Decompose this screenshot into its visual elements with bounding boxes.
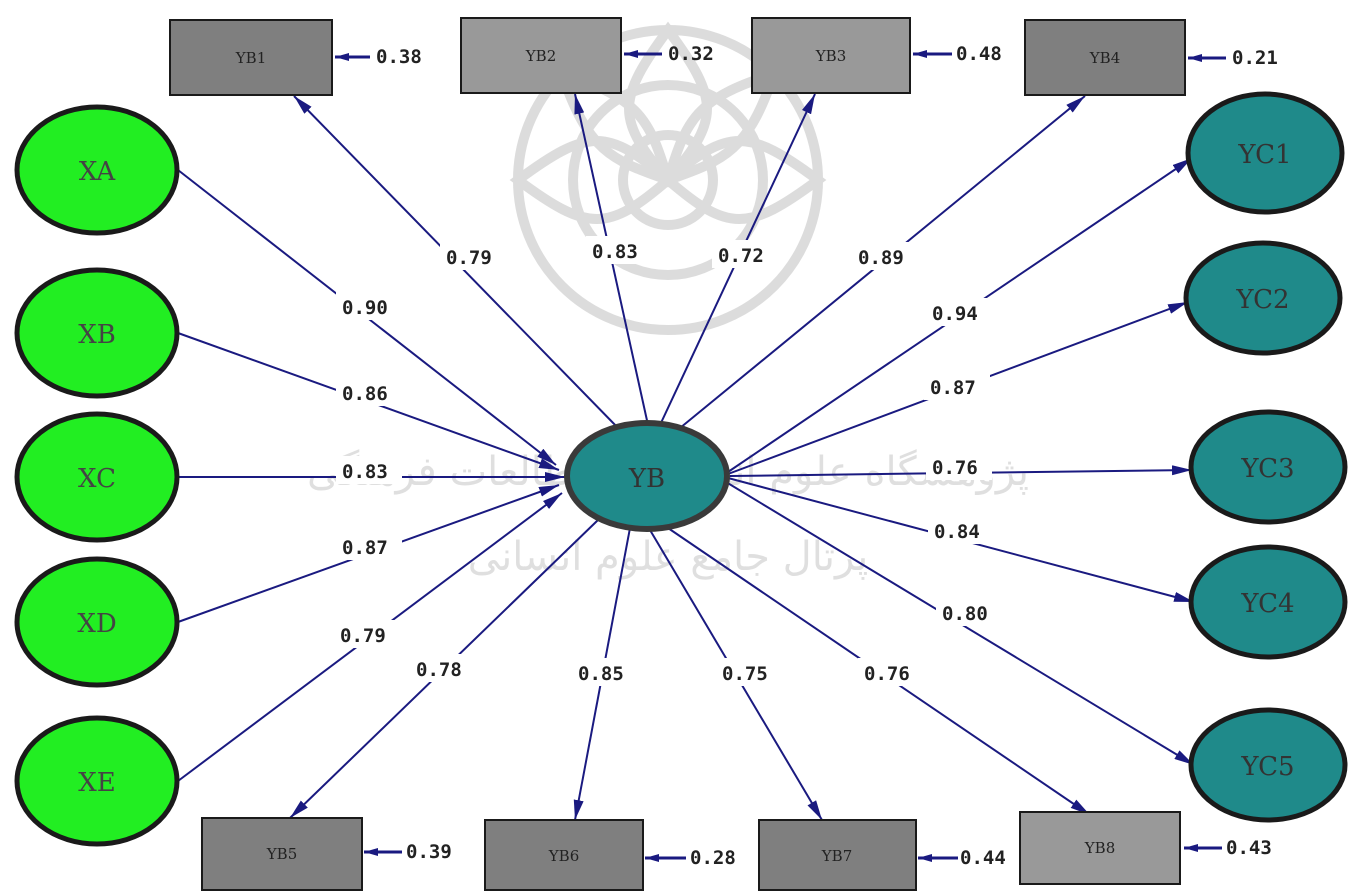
svg-text:0.85: 0.85 — [578, 663, 624, 685]
error-arrows — [335, 50, 1226, 862]
svg-text:0.76: 0.76 — [932, 457, 978, 479]
box-yb8-label: YB8 — [1084, 839, 1115, 857]
endogenous-latents: YB YC1 YC2 YC3 YC4 YC5 — [564, 91, 1348, 823]
box-yb5-label: YB5 — [266, 845, 297, 863]
oval-yc4-label: YC4 — [1240, 589, 1294, 619]
observed-boxes: YB1 YB2 YB3 YB4 YB5 YB6 YB7 YB8 — [169, 17, 1186, 891]
svg-text:0.79: 0.79 — [340, 625, 386, 647]
coefficient-labels: 0.90 0.86 0.83 0.87 0.79 0.79 0.83 0.72 … — [334, 236, 1002, 686]
svg-text:0.90: 0.90 — [342, 297, 388, 319]
coef-yb-yb3: 0.72 — [712, 240, 778, 268]
error-value-yb8: 0.43 — [1226, 837, 1272, 859]
watermark-rosette-icon — [509, 21, 827, 335]
svg-text:0.76: 0.76 — [864, 663, 910, 685]
coef-xc-yb: 0.83 — [336, 456, 402, 484]
coef-yb-yc2: 0.87 — [924, 372, 990, 400]
box-yb7-label: YB7 — [821, 847, 852, 865]
oval-yc3-label: YC3 — [1240, 454, 1294, 484]
oval-yc3[interactable]: YC3 — [1188, 409, 1348, 525]
oval-xd-label: XD — [77, 609, 116, 639]
coef-yb-yc4: 0.84 — [928, 516, 994, 544]
svg-text:0.84: 0.84 — [934, 521, 980, 543]
oval-xe[interactable]: XE — [14, 715, 180, 847]
watermark-line2: پرتال جامع علوم انسانی — [468, 534, 869, 580]
box-yb5[interactable]: YB5 — [201, 817, 363, 891]
svg-text:0.79: 0.79 — [446, 247, 492, 269]
svg-text:0.83: 0.83 — [592, 241, 638, 263]
error-value-yb2: 0.32 — [668, 43, 714, 65]
oval-xa[interactable]: XA — [14, 104, 180, 236]
box-yb4[interactable]: YB4 — [1024, 19, 1186, 96]
oval-xc[interactable]: XC — [14, 411, 180, 543]
coef-yb-yc1: 0.94 — [926, 298, 992, 326]
error-values: 0.38 0.32 0.48 0.21 0.39 0.28 0.44 0.43 — [376, 43, 1278, 869]
coef-yb-yb4: 0.89 — [852, 242, 918, 270]
error-value-yb6: 0.28 — [690, 847, 736, 869]
box-yb3-label: YB3 — [815, 47, 846, 65]
coef-yb-yb7: 0.75 — [716, 658, 782, 686]
oval-xb-label: XB — [78, 320, 116, 350]
error-value-yb7: 0.44 — [960, 847, 1006, 869]
error-value-yb5: 0.39 — [406, 841, 452, 863]
svg-text:0.89: 0.89 — [858, 247, 904, 269]
coef-yb-yb1: 0.79 — [440, 242, 506, 270]
coef-yb-yb5: 0.78 — [410, 654, 476, 682]
svg-text:0.83: 0.83 — [342, 461, 388, 483]
svg-text:0.72: 0.72 — [718, 245, 764, 267]
oval-xd[interactable]: XD — [14, 556, 180, 688]
box-yb6-label: YB6 — [548, 847, 579, 865]
svg-text:0.78: 0.78 — [416, 659, 462, 681]
coef-yb-yc3: 0.76 — [926, 452, 992, 480]
box-yb1-label: YB1 — [235, 49, 266, 67]
svg-text:0.75: 0.75 — [722, 663, 768, 685]
oval-yc5-label: YC5 — [1240, 752, 1294, 782]
box-yb4-label: YB4 — [1089, 49, 1120, 67]
box-yb8[interactable]: YB8 — [1019, 811, 1181, 885]
box-yb3[interactable]: YB3 — [751, 17, 911, 94]
svg-text:0.87: 0.87 — [930, 377, 976, 399]
coef-yb-yb6: 0.85 — [572, 658, 638, 686]
coef-yb-yb8: 0.76 — [858, 658, 924, 686]
oval-xa-label: XA — [79, 157, 117, 187]
svg-text:0.94: 0.94 — [932, 303, 978, 325]
box-yb2[interactable]: YB2 — [460, 17, 622, 94]
oval-yc2-label: YC2 — [1235, 285, 1289, 315]
oval-xe-label: XE — [78, 768, 116, 798]
box-yb2-label: YB2 — [525, 47, 556, 65]
exogenous-latents: XA XB XC XD XE — [14, 104, 180, 847]
coef-yb-yc5: 0.80 — [936, 598, 1002, 626]
oval-yb[interactable]: YB — [564, 420, 730, 532]
oval-yc4[interactable]: YC4 — [1188, 544, 1348, 660]
oval-yc2[interactable]: YC2 — [1183, 240, 1343, 356]
oval-yc5[interactable]: YC5 — [1188, 707, 1348, 823]
oval-yc1[interactable]: YC1 — [1185, 91, 1345, 215]
box-yb7[interactable]: YB7 — [758, 819, 917, 891]
oval-yc1-label: YC1 — [1237, 140, 1291, 170]
coef-xd-yb: 0.87 — [336, 532, 402, 560]
box-yb1[interactable]: YB1 — [169, 19, 333, 96]
error-value-yb1: 0.38 — [376, 46, 422, 68]
coef-xe-yb: 0.79 — [334, 620, 400, 648]
box-yb6[interactable]: YB6 — [484, 819, 644, 891]
coef-xa-yb: 0.90 — [336, 292, 402, 320]
error-value-yb4: 0.21 — [1232, 47, 1278, 69]
svg-text:0.80: 0.80 — [942, 603, 988, 625]
oval-xb[interactable]: XB — [14, 267, 180, 399]
coef-xb-yb: 0.86 — [336, 378, 402, 406]
coef-yb-yb2: 0.83 — [586, 236, 652, 264]
oval-xc-label: XC — [78, 464, 116, 494]
svg-text:0.86: 0.86 — [342, 383, 388, 405]
oval-yb-label: YB — [628, 464, 665, 494]
error-value-yb3: 0.48 — [956, 43, 1002, 65]
svg-text:0.87: 0.87 — [342, 537, 388, 559]
